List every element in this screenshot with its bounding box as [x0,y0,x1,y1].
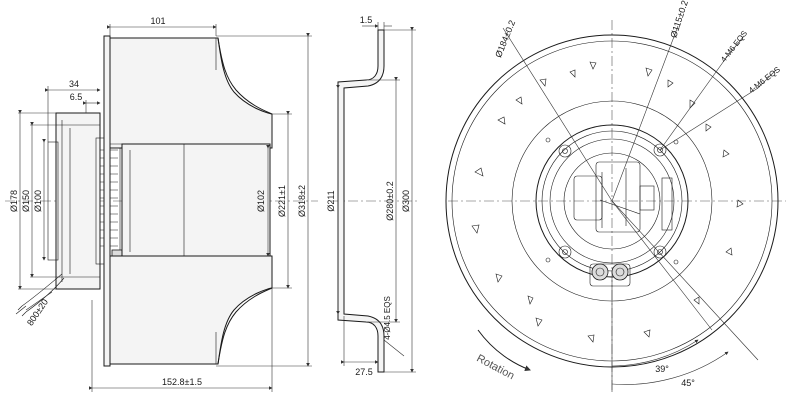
dim-318: Ø318±2 [297,185,307,217]
dim-102: Ø102 [256,190,266,212]
dim-cable: 800±20 [25,297,50,327]
dim-1-5: 1.5 [360,15,373,25]
dim-178: Ø178 [9,190,19,212]
impeller-lower [109,255,273,365]
motor-flange [535,124,689,278]
rotation-arrow [477,329,531,372]
dim-150: Ø150 [21,190,31,212]
blade-slots [471,61,744,343]
cable-glands [589,263,631,287]
rotation-label: Rotation [474,352,516,382]
dim-m6-b: 4-M6 EQS [747,65,782,95]
dim-300: Ø300 [401,190,411,212]
dim-6-5: 6.5 [70,92,83,102]
dim-100: Ø100 [33,190,43,212]
dim-211: Ø211 [326,190,336,211]
label-plate [595,161,641,233]
cable [21,273,63,307]
dim-m6-a: 4-M6 EQS [719,29,749,64]
ring-view: 1.5 Ø211 Ø280±0.2 Ø300 4-Ø4.5 EQS 27.5 [326,15,420,377]
dim-holes: 4-Ø4.5 EQS [383,296,392,340]
motor-body [55,112,101,290]
dim-115: Ø115±0.2 [668,0,690,39]
dim-27-5: 27.5 [355,367,373,377]
front-view: Ø184±0.2 Ø115±0.2 4-M6 EQS 4-M6 EQS 39° … [445,0,786,392]
side-view: 101 34 6.5 Ø178 Ø150 Ø100 800±20 Ø102 Ø2… [5,16,318,392]
backplate [103,35,111,367]
dim-45: 45° [681,378,695,388]
dim-101: 101 [150,16,165,26]
dim-280: Ø280±0.2 [385,181,395,220]
dim-39: 39° [655,364,669,374]
mounting-holes [545,137,679,265]
impeller-upper [109,37,273,149]
dim-184: Ø184±0.2 [493,19,517,59]
dim-34: 34 [69,79,79,89]
dim-221: Ø221±1 [277,185,287,217]
dim-152: 152.8±1.5 [162,377,202,387]
